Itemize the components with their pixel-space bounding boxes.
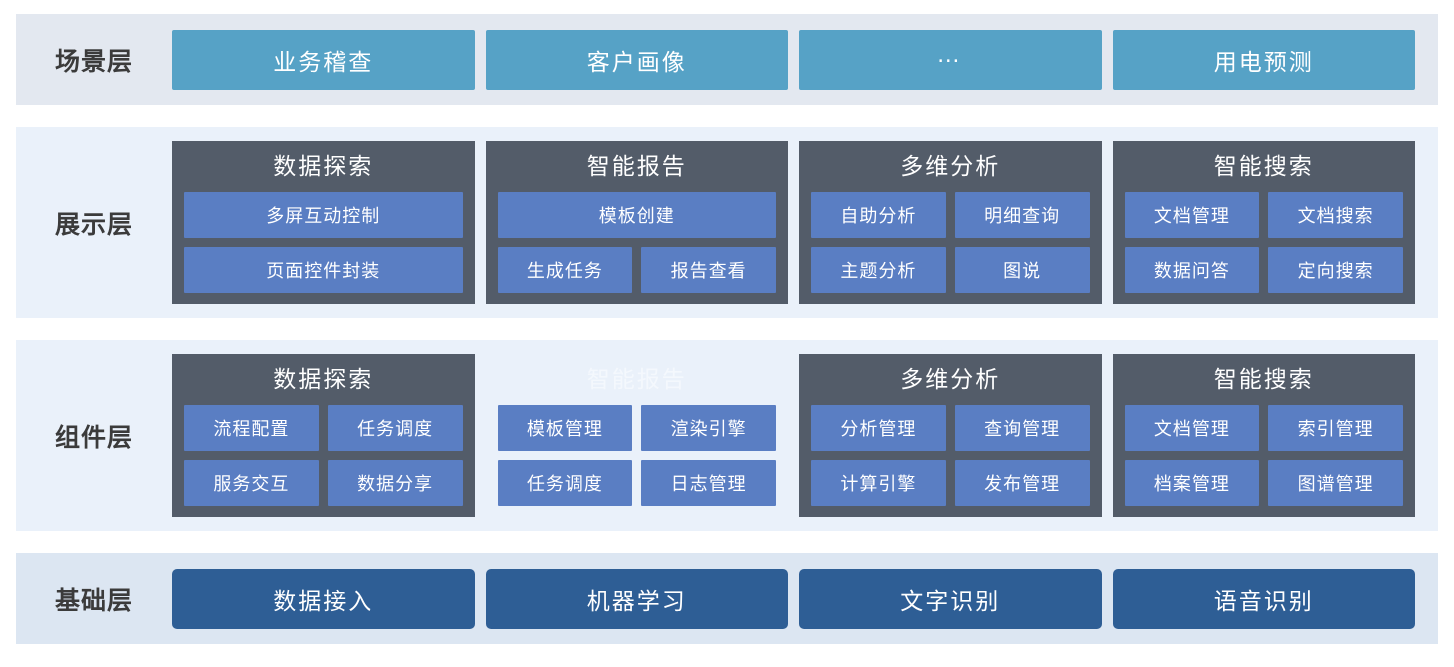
chip-grid: 流程配置 任务调度 服务交互 数据分享 [184,404,463,506]
chip-row: 模板管理 渲染引擎 [497,404,776,451]
chip-row: 流程配置 任务调度 [184,404,463,451]
chip-row: 主题分析 图说 [811,246,1090,293]
chip-index-management[interactable]: 索引管理 [1268,404,1403,451]
chip-query-management[interactable]: 查询管理 [954,404,1090,451]
card-title: 智能报告 [586,153,687,179]
card-presentation-multidim-analysis[interactable]: 多维分析 自助分析 明细查询 主题分析 图说 [799,141,1102,304]
chip-row: 档案管理 图谱管理 [1124,459,1403,506]
chip-publish-management[interactable]: 发布管理 [954,459,1090,506]
chip-generate-task[interactable]: 生成任务 [497,246,633,293]
chip-grid: 文档管理 索引管理 档案管理 图谱管理 [1124,404,1403,506]
card-title: 智能搜索 [1213,153,1314,179]
layer-band-component: 组件层 数据探索 流程配置 任务调度 服务交互 数据分享 智能报告 [16,340,1438,531]
chip-compute-engine[interactable]: 计算引擎 [811,459,946,506]
card-title: 智能报告 [586,366,687,392]
card-title: 多维分析 [900,153,1001,179]
chip-template-create[interactable]: 模板创建 [497,191,776,238]
chip-row: 文档管理 文档搜索 [1124,191,1403,238]
card-title: 数据探索 [273,366,374,392]
layer-label-base: 基础层 [54,586,133,615]
layer-band-presentation: 展示层 数据探索 多屏互动控制 页面控件封装 智能报告 模板创建 [16,127,1438,318]
card-title: 智能搜索 [1213,366,1314,392]
chip-detail-query[interactable]: 明细查询 [954,191,1090,238]
scene-box-more[interactable]: … [799,29,1102,90]
chip-row: 任务调度 日志管理 [497,459,776,506]
chip-row: 页面控件封装 [184,246,463,293]
chip-template-management[interactable]: 模板管理 [497,404,633,451]
chip-doc-management[interactable]: 文档管理 [1124,404,1260,451]
presentation-card-row: 数据探索 多屏互动控制 页面控件封装 智能报告 模板创建 [172,127,1438,318]
base-box-row: 数据接入 机器学习 文字识别 语音识别 [172,553,1438,644]
card-presentation-data-exploration[interactable]: 数据探索 多屏互动控制 页面控件封装 [172,141,475,304]
chip-doc-management[interactable]: 文档管理 [1124,191,1260,238]
card-presentation-smart-report[interactable]: 智能报告 模板创建 生成任务 报告查看 [485,141,788,304]
chip-row: 分析管理 查询管理 [811,404,1090,451]
chip-row: 服务交互 数据分享 [184,459,463,506]
card-component-multidim-analysis[interactable]: 多维分析 分析管理 查询管理 计算引擎 发布管理 [799,354,1102,517]
chip-row: 自助分析 明细查询 [811,191,1090,238]
chip-doc-search[interactable]: 文档搜索 [1268,191,1403,238]
chip-row: 文档管理 索引管理 [1124,404,1403,451]
chip-targeted-search[interactable]: 定向搜索 [1268,246,1403,293]
chip-task-schedule[interactable]: 任务调度 [497,459,633,506]
chip-page-widget-package[interactable]: 页面控件封装 [184,246,463,293]
layer-label-component: 组件层 [54,423,133,452]
scene-box-ywjc[interactable]: 业务稽查 [172,29,475,90]
chip-grid: 模板管理 渲染引擎 任务调度 日志管理 [497,404,776,506]
chip-render-engine[interactable]: 渲染引擎 [641,404,776,451]
chip-task-schedule[interactable]: 任务调度 [327,404,463,451]
card-title: 多维分析 [900,366,1001,392]
chip-chart-narrative[interactable]: 图说 [954,246,1090,293]
chip-log-management[interactable]: 日志管理 [641,459,776,506]
chip-grid: 模板创建 生成任务 报告查看 [497,191,776,293]
card-component-data-exploration[interactable]: 数据探索 流程配置 任务调度 服务交互 数据分享 [172,354,475,517]
layer-label-scene: 场景层 [54,47,133,76]
chip-topic-analysis[interactable]: 主题分析 [811,246,946,293]
chip-service-interaction[interactable]: 服务交互 [184,459,319,506]
base-box-speech-recognition[interactable]: 语音识别 [1112,568,1415,629]
chip-row: 多屏互动控制 [184,191,463,238]
chip-graph-management[interactable]: 图谱管理 [1268,459,1403,506]
chip-flow-config[interactable]: 流程配置 [184,404,319,451]
chip-row: 计算引擎 发布管理 [811,459,1090,506]
chip-self-service-analysis[interactable]: 自助分析 [811,191,946,238]
layer-label-presentation: 展示层 [54,210,133,239]
chip-multi-screen-control[interactable]: 多屏互动控制 [184,191,463,238]
chip-archive-management[interactable]: 档案管理 [1124,459,1260,506]
card-component-smart-report[interactable]: 智能报告 模板管理 渲染引擎 任务调度 日志管理 [486,354,789,517]
base-box-machine-learning[interactable]: 机器学习 [485,568,788,629]
card-component-smart-search[interactable]: 智能搜索 文档管理 索引管理 档案管理 图谱管理 [1112,354,1415,517]
chip-row: 数据问答 定向搜索 [1124,246,1403,293]
scene-box-khhx[interactable]: 客户画像 [485,29,788,90]
base-box-ocr[interactable]: 文字识别 [799,568,1102,629]
card-presentation-smart-search[interactable]: 智能搜索 文档管理 文档搜索 数据问答 定向搜索 [1112,141,1415,304]
chip-grid: 文档管理 文档搜索 数据问答 定向搜索 [1124,191,1403,293]
chip-row: 模板创建 [497,191,776,238]
component-card-row: 数据探索 流程配置 任务调度 服务交互 数据分享 智能报告 模板管理 [172,340,1438,531]
chip-report-view[interactable]: 报告查看 [641,246,776,293]
layer-band-base: 基础层 数据接入 机器学习 文字识别 语音识别 [16,553,1438,644]
base-box-data-ingest[interactable]: 数据接入 [172,568,475,629]
scene-box-ydyc[interactable]: 用电预测 [1112,29,1415,90]
chip-grid: 自助分析 明细查询 主题分析 图说 [811,191,1090,293]
layer-band-scene: 场景层 业务稽查 客户画像 … 用电预测 [16,14,1438,105]
card-title: 数据探索 [273,153,374,179]
chip-data-qa[interactable]: 数据问答 [1124,246,1260,293]
chip-data-sharing[interactable]: 数据分享 [327,459,463,506]
scene-box-row: 业务稽查 客户画像 … 用电预测 [172,14,1438,105]
chip-grid: 多屏互动控制 页面控件封装 [184,191,463,293]
chip-row: 生成任务 报告查看 [497,246,776,293]
chip-grid: 分析管理 查询管理 计算引擎 发布管理 [811,404,1090,506]
chip-analysis-management[interactable]: 分析管理 [811,404,946,451]
